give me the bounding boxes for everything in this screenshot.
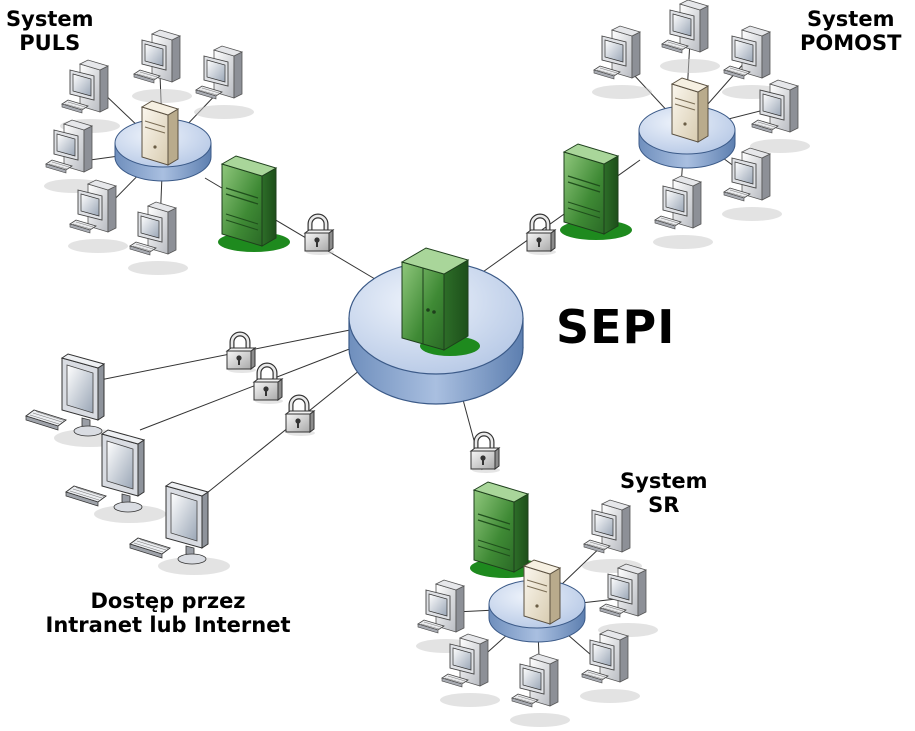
workstation-icon	[721, 147, 783, 222]
label-system-pomost: System POMOST	[800, 7, 902, 55]
label-system-puls: System PULS	[6, 7, 94, 55]
workstation-icon	[652, 175, 714, 250]
workstation-icon	[659, 0, 721, 74]
access-clients	[25, 334, 315, 576]
server-icon	[523, 559, 561, 625]
workstation-icon	[127, 201, 189, 276]
monitor-icon	[129, 481, 231, 576]
lock-icon	[527, 216, 556, 255]
workstation-icon	[131, 29, 193, 104]
lock-icon	[286, 397, 315, 436]
workstation-icon	[193, 45, 255, 120]
system-pomost-cluster	[527, 0, 811, 255]
lock-icon	[254, 365, 283, 404]
label-sepi: SEPI	[556, 300, 676, 354]
lock-icon	[227, 334, 256, 373]
server-icon	[671, 77, 709, 143]
lock-icon	[305, 216, 334, 255]
workstation-icon	[591, 25, 653, 100]
workstation-icon	[509, 653, 571, 728]
sepi-central-hub	[348, 247, 524, 405]
workstation-icon	[579, 629, 641, 704]
server-icon	[400, 247, 480, 356]
system-puls-cluster	[43, 29, 334, 276]
lock-icon	[471, 434, 500, 473]
server-icon	[141, 100, 179, 166]
server-icon	[217, 155, 291, 253]
label-system-sr: System SR	[620, 469, 708, 517]
server-icon	[559, 143, 633, 241]
label-access: Dostęp przez Intranet lub Internet	[45, 589, 291, 637]
